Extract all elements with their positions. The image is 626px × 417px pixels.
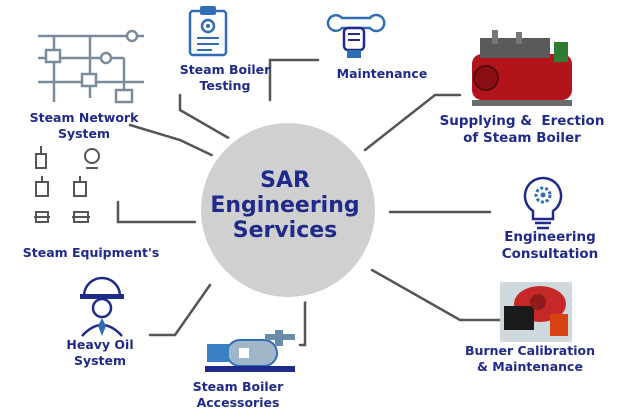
wrench-hand-icon <box>328 15 384 58</box>
connector-steam-boiler-testing <box>180 95 232 140</box>
label-heavy-oil-system-line2: System <box>48 353 152 369</box>
label-steam-network-system: Steam Network System <box>14 110 154 142</box>
label-steam-boiler-accessories-line1: Steam Boiler <box>178 379 298 395</box>
label-heavy-oil-system: Heavy Oil System <box>48 337 152 369</box>
label-steam-network-system-line1: Steam Network <box>14 110 154 126</box>
label-burner-calibration: Burner Calibration & Maintenance <box>435 343 625 375</box>
label-steam-boiler-testing-line1: Steam Boiler <box>175 62 275 78</box>
clipboard-gear-icon <box>190 6 226 55</box>
label-maintenance: Maintenance <box>322 66 442 82</box>
center-title-line1: SAR <box>210 168 360 193</box>
engineer-helmet-icon <box>80 278 124 336</box>
label-maintenance-line1: Maintenance <box>322 66 442 82</box>
label-steam-equipments-line1: Steam Equipment's <box>6 245 176 261</box>
label-steam-boiler-testing-line2: Testing <box>175 78 275 94</box>
connector-steam-equipments <box>118 202 198 222</box>
connector-heavy-oil <box>150 285 210 335</box>
pump-tank-icon <box>205 330 295 372</box>
center-title: SAR Engineering Services <box>210 168 360 243</box>
pipe-network-icon <box>38 31 144 102</box>
label-steam-boiler-testing: Steam Boiler Testing <box>175 62 275 94</box>
label-steam-boiler-accessories-line2: Accessories <box>178 395 298 411</box>
label-engineering-consultation-line2: Consultation <box>485 246 615 263</box>
label-supplying-erection: Supplying & Erection of Steam Boiler <box>422 113 622 147</box>
lightbulb-gear-icon <box>525 178 561 228</box>
label-engineering-consultation-line1: Engineering <box>485 229 615 246</box>
center-title-line3: Services <box>210 218 360 243</box>
label-heavy-oil-system-line1: Heavy Oil <box>48 337 152 353</box>
label-steam-boiler-accessories: Steam Boiler Accessories <box>178 379 298 411</box>
center-title-line2: Engineering <box>210 193 360 218</box>
connector-maintenance <box>270 60 318 100</box>
label-steam-network-system-line2: System <box>14 126 154 142</box>
label-engineering-consultation: Engineering Consultation <box>485 229 615 263</box>
boiler-photo <box>472 30 572 106</box>
burner-photo <box>500 282 572 342</box>
label-burner-calibration-line2: & Maintenance <box>435 359 625 375</box>
valves-icon <box>34 146 99 222</box>
label-burner-calibration-line1: Burner Calibration <box>435 343 625 359</box>
label-supplying-erection-line1: Supplying & Erection <box>422 113 622 130</box>
label-supplying-erection-line2: of Steam Boiler <box>422 130 622 147</box>
connector-burner-calibration <box>372 270 500 320</box>
connector-steam-boiler-accessories <box>300 300 305 345</box>
label-steam-equipments: Steam Equipment's <box>6 245 176 261</box>
